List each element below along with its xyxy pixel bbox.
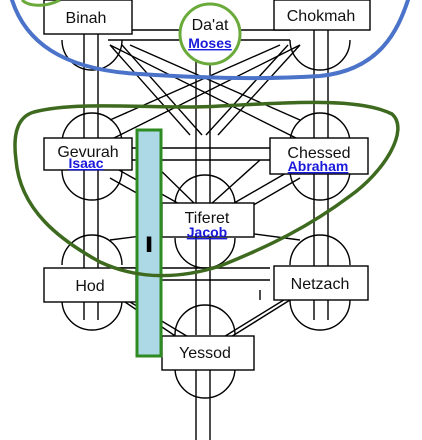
node-boxes — [43, 0, 371, 371]
middle-green-loop — [13, 100, 400, 278]
tiferet-figure: Jacob — [187, 224, 227, 240]
binah-box — [43, 0, 133, 35]
vav-bar — [135, 128, 163, 358]
chessed-figure: Abraham — [288, 158, 349, 174]
hod-label: Hod — [75, 278, 104, 295]
top-left-green-arc — [20, 0, 61, 7]
tiferet-label: Tiferet — [185, 210, 230, 227]
chokmah-label: Chokmah — [287, 8, 355, 25]
yessod-label: Yessod — [179, 345, 231, 362]
chessed-label: Chessed — [287, 145, 350, 162]
daat-figure: Moses — [188, 35, 232, 51]
vav-letter: ו — [144, 226, 154, 259]
daat-label: Da'at — [192, 17, 229, 34]
chokmah-box — [273, 0, 371, 31]
tiferet-box — [161, 202, 255, 238]
hod-box — [43, 267, 137, 303]
netzach-box — [273, 265, 369, 301]
gevurah-figure: Isaac — [68, 155, 103, 171]
daat-circle — [178, 2, 242, 66]
gevurah-box — [43, 137, 133, 171]
chessed-box — [269, 137, 369, 175]
binah-label: Binah — [66, 10, 107, 27]
netzach-label: Netzach — [291, 276, 350, 293]
upper-blue-curve — [10, 0, 410, 81]
gevurah-label: Gevurah — [57, 144, 118, 161]
